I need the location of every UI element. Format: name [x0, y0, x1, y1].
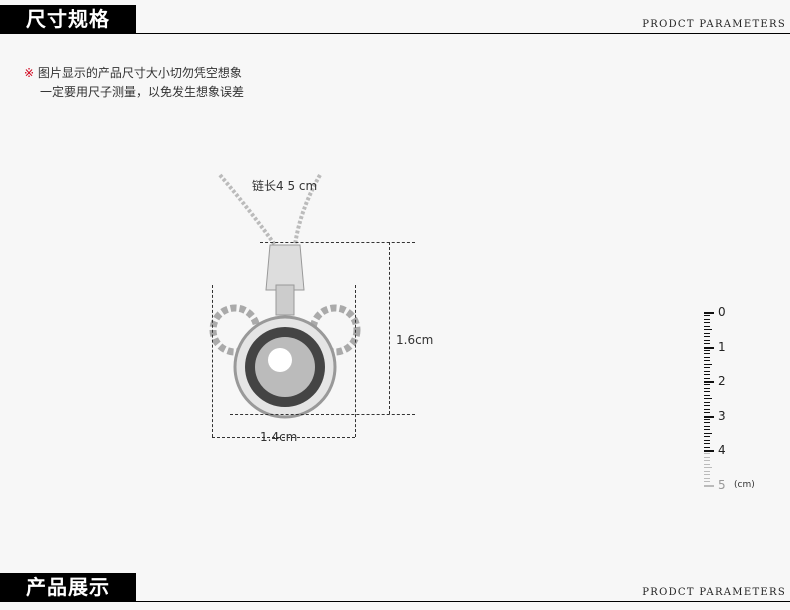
pendant-image	[209, 173, 361, 419]
ruler-tick	[704, 349, 710, 351]
ruler-tick	[704, 477, 710, 479]
ruler-tick	[704, 394, 710, 396]
ruler-tick	[704, 367, 710, 369]
section-subtitle: PRODCT PARAMETERS	[642, 587, 786, 598]
ruler-tick	[704, 422, 710, 424]
ruler-tick	[704, 318, 710, 320]
ruler-tick	[704, 398, 712, 400]
ruler-label: 3	[718, 408, 726, 423]
ruler-tick	[704, 415, 714, 418]
ruler-tick	[704, 412, 710, 414]
ruler-tick	[704, 429, 710, 431]
ruler-tick	[704, 343, 710, 345]
note-text-1: 图片显示的产品尺寸大小切勿凭空想象	[37, 66, 242, 80]
ruler-tick	[704, 381, 714, 383]
dim-line	[389, 242, 390, 414]
ruler-tick	[704, 387, 710, 389]
ruler-tick	[704, 470, 710, 472]
note-text-2: 一定要用尺子测量，以免发生想象误差	[40, 85, 245, 99]
section-title: 产品展示	[0, 573, 136, 602]
ruler-tick	[704, 460, 710, 462]
ruler-tick	[704, 453, 710, 455]
ruler-tick	[704, 353, 710, 355]
ruler-tick	[704, 356, 710, 358]
ruler-tick	[704, 363, 712, 365]
width-label: 1.4cm	[260, 430, 298, 444]
ruler-tick	[704, 315, 710, 317]
ruler-tick	[704, 377, 710, 379]
ruler-tick	[704, 405, 710, 407]
ruler-tick	[704, 336, 710, 338]
ruler-tick	[704, 481, 710, 483]
ruler-label: 1	[718, 339, 726, 354]
ruler-tick	[704, 463, 710, 465]
section-header-specs: 尺寸规格 PRODCT PARAMETERS	[0, 0, 790, 34]
ruler-tick	[704, 450, 714, 452]
ruler-tick	[704, 332, 710, 334]
chain-length-label: 链长4 5 cm	[252, 179, 318, 193]
section-subtitle: PRODCT PARAMETERS	[642, 19, 786, 30]
height-label: 1.6cm	[396, 333, 434, 347]
ruler-tick	[704, 384, 710, 386]
ruler-tick	[704, 329, 712, 331]
ruler-tick	[704, 408, 710, 410]
ruler-tick	[704, 374, 710, 376]
ruler-label: 4	[718, 443, 726, 457]
ruler-tick	[704, 474, 710, 476]
ruler-unit: (cm)	[734, 480, 755, 490]
ruler-tick	[704, 425, 710, 427]
ruler-tick	[704, 370, 710, 372]
ruler-tick	[704, 339, 710, 341]
ruler-tick	[704, 439, 710, 441]
ruler-tick	[704, 325, 710, 327]
ruler-label: 5	[718, 477, 726, 492]
ruler-tick	[704, 401, 710, 403]
ruler-tick	[704, 312, 714, 314]
asterisk-mark-icon: ※	[24, 66, 35, 80]
ruler-label: 2	[718, 374, 726, 388]
note-line-1: ※ 图片显示的产品尺寸大小切勿凭空想象	[24, 64, 242, 81]
ruler-tick	[704, 436, 710, 438]
dim-line	[260, 242, 415, 243]
ruler-tick	[704, 391, 710, 393]
ruler-tick	[704, 346, 714, 349]
dim-line	[212, 437, 355, 438]
ruler: 0 1 2 3 4 5 (cm)	[700, 305, 780, 496]
section-header-display: 产品展示 PRODCT PARAMETERS	[0, 568, 790, 602]
ruler-tick	[704, 432, 712, 434]
ruler-tick	[704, 456, 710, 458]
divider	[0, 601, 790, 602]
ruler-tick	[704, 322, 710, 324]
ruler-label: 0	[718, 305, 726, 319]
ruler-tick	[704, 484, 714, 487]
ruler-tick	[704, 418, 710, 420]
dim-line	[212, 285, 213, 437]
section-title: 尺寸规格	[0, 5, 136, 34]
ruler-tick	[704, 360, 710, 362]
dim-line	[230, 414, 415, 415]
ruler-tick	[704, 467, 712, 469]
ruler-tick	[704, 446, 710, 448]
divider	[0, 33, 790, 34]
ruler-tick	[704, 443, 710, 445]
dim-line	[355, 285, 356, 437]
